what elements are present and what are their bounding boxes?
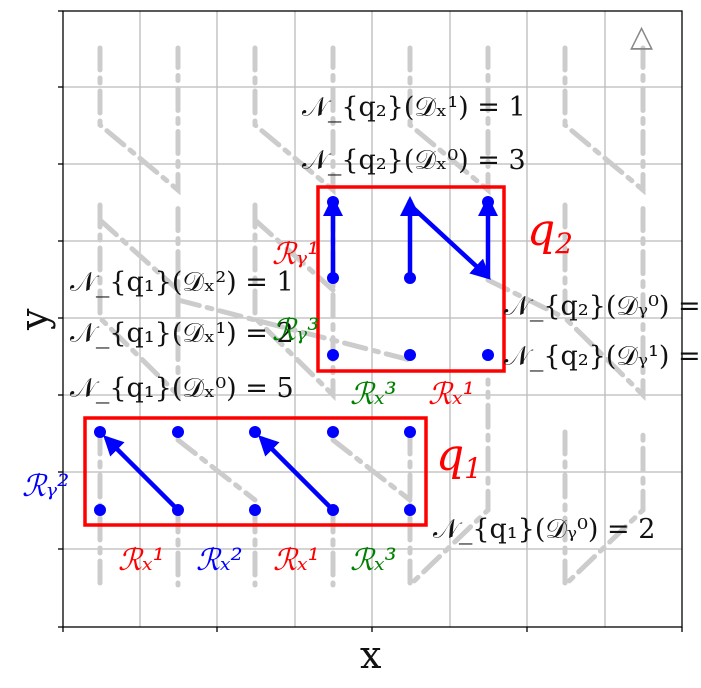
node bbox=[327, 426, 339, 438]
node bbox=[327, 272, 339, 284]
annotation-nq1-dx1: 𝒩_{q₁}(𝒟ₓ¹) = 2 bbox=[70, 318, 294, 349]
corner-triangle-icon: △ bbox=[630, 19, 653, 54]
relation-rx1-b1: ℛₓ¹ bbox=[118, 543, 165, 578]
transition-arrows bbox=[103, 195, 499, 512]
y-axis-label: y bbox=[12, 308, 56, 331]
axis-ticks bbox=[58, 10, 683, 632]
annotation-nq1-dy0: 𝒩_{q₁}(𝒟ᵧ⁰) = 2 bbox=[433, 514, 655, 545]
node bbox=[404, 349, 416, 361]
relation-ry2-left: ℛᵧ² bbox=[22, 469, 69, 504]
relation-rx3-mid: ℛₓ³ bbox=[350, 377, 397, 412]
annotation-nq1-dx0: 𝒩_{q₁}(𝒟ₓ⁰) = 5 bbox=[70, 373, 294, 404]
background-paths bbox=[97, 45, 646, 591]
state-nodes bbox=[94, 196, 494, 516]
node bbox=[172, 426, 184, 438]
relation-ry3-q2: ℛᵧ³ bbox=[272, 313, 319, 348]
annotation-nq2-dy0: 𝒩_{q₂}(𝒟ᵧ⁰) = 3 bbox=[504, 291, 701, 322]
node bbox=[172, 504, 184, 516]
node bbox=[482, 196, 494, 208]
node bbox=[482, 349, 494, 361]
arrow-q1-a bbox=[103, 435, 180, 512]
node bbox=[94, 426, 106, 438]
relation-labels: ℛᵧ¹ ℛᵧ³ ℛₓ³ ℛₓ¹ ℛᵧ² ℛₓ¹ ℛₓ² ℛₓ¹ ℛₓ³ bbox=[22, 237, 475, 578]
relation-rx3-b: ℛₓ³ bbox=[350, 543, 397, 578]
arrow-q1-b bbox=[258, 435, 335, 512]
relation-ry1-q2: ℛᵧ¹ bbox=[272, 237, 319, 272]
annotation-nq2-dx1: 𝒩_{q₂}(𝒟ₓ¹) = 1 bbox=[302, 92, 526, 123]
relation-rx1-b2: ℛₓ¹ bbox=[273, 543, 320, 578]
arrow-q2-c bbox=[408, 203, 491, 280]
region-q1-box bbox=[83, 416, 428, 527]
annotation-nq1-dx2: 𝒩_{q₁}(𝒟ₓ²) = 1 bbox=[70, 267, 294, 298]
node bbox=[94, 504, 106, 516]
region-q1-label: q1 bbox=[436, 430, 482, 485]
node bbox=[249, 504, 261, 516]
region-q2-box bbox=[316, 185, 506, 373]
node bbox=[327, 349, 339, 361]
relation-rx1-mid: ℛₓ¹ bbox=[428, 377, 475, 412]
count-annotations: 𝒩_{q₂}(𝒟ₓ¹) = 1 𝒩_{q₂}(𝒟ₓ⁰) = 3 𝒩_{q₁}(𝒟… bbox=[70, 92, 701, 545]
annotation-nq2-dx0: 𝒩_{q₂}(𝒟ₓ⁰) = 3 bbox=[302, 145, 526, 176]
node bbox=[327, 504, 339, 516]
annotation-nq2-dy1: 𝒩_{q₂}(𝒟ᵧ¹) = 1 bbox=[504, 341, 701, 372]
x-axis-label: x bbox=[360, 633, 381, 677]
node bbox=[404, 272, 416, 284]
region-q2-label: q2 bbox=[527, 205, 573, 260]
node bbox=[404, 426, 416, 438]
node bbox=[404, 504, 416, 516]
node bbox=[249, 426, 261, 438]
node bbox=[327, 196, 339, 208]
relation-rx2-b: ℛₓ² bbox=[196, 543, 243, 578]
